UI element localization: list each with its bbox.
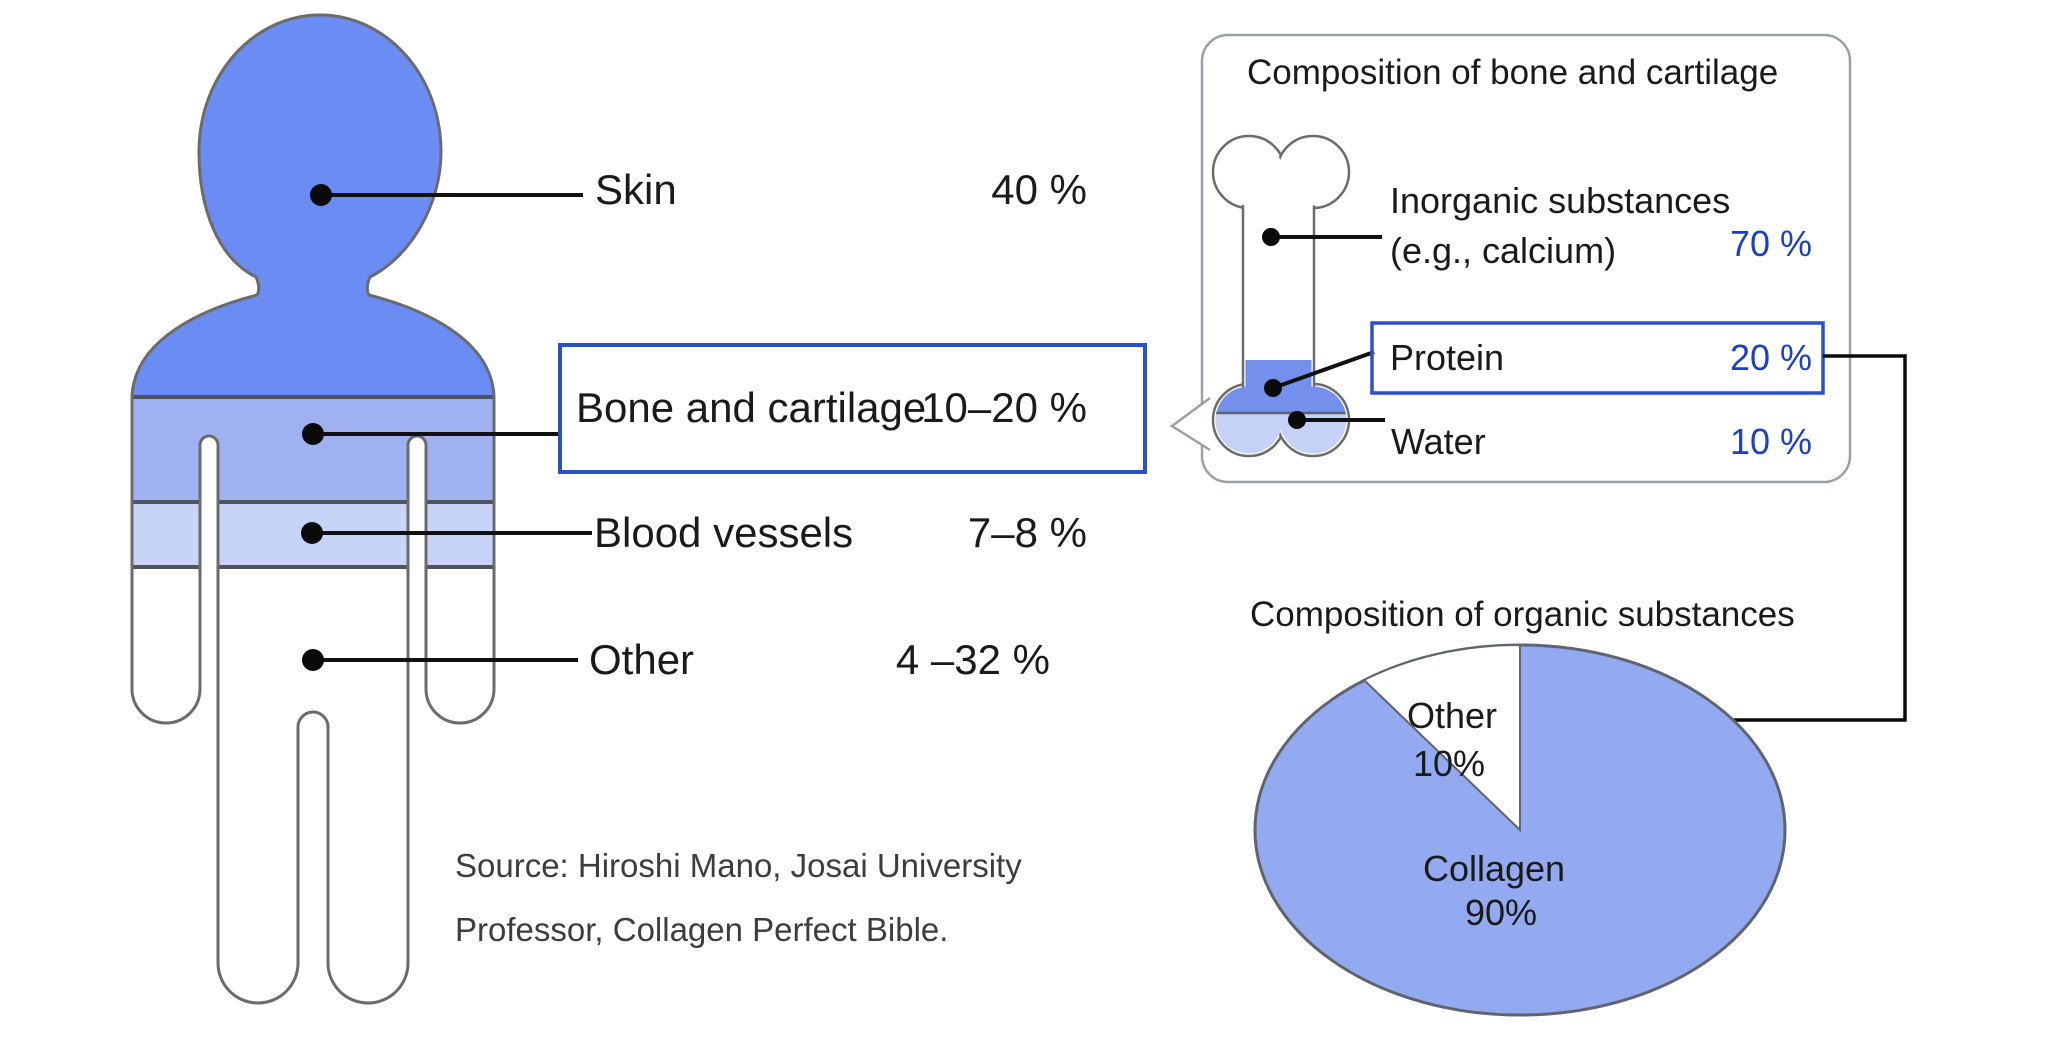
source-line-1: Source: Hiroshi Mano, Josai University <box>455 847 1022 884</box>
inorganic-label-line2: (e.g., calcium) <box>1390 230 1617 271</box>
skin-dot <box>310 184 332 206</box>
bone-dot <box>302 423 324 445</box>
bone-panel-title: Composition of bone and cartilage <box>1247 53 1779 92</box>
blood-vessels-label: Blood vessels <box>594 509 854 556</box>
other-dot <box>302 649 324 671</box>
skin-percentage: 40 % <box>991 166 1087 213</box>
pie-title: Composition of organic substances <box>1250 595 1795 634</box>
inorganic-label: Inorganic substances <box>1390 180 1731 221</box>
water-dot <box>1288 411 1306 429</box>
pie-collagen-percentage: 90% <box>1464 892 1538 933</box>
water-label: Water <box>1391 421 1486 462</box>
bone-cartilage-percentage: 10–20 % <box>921 384 1087 431</box>
panel-tail <box>1169 396 1211 452</box>
leader-dots <box>301 184 332 671</box>
bone-cartilage-label: Bone and cartilage <box>576 384 927 431</box>
water-percentage: 10 % <box>1729 421 1812 462</box>
connector-path <box>1666 354 1907 722</box>
other-label: Other <box>589 636 695 683</box>
pie-other-percentage: 10% <box>1412 743 1486 784</box>
other-percentage: 4 –32 % <box>895 636 1050 683</box>
inorganic-dot <box>1262 228 1280 246</box>
skin-label: Skin <box>595 166 677 213</box>
bone-composition-panel <box>1169 33 1852 484</box>
protein-leader-line <box>1272 350 1375 390</box>
panel-frame <box>1200 33 1852 484</box>
figure-outline <box>130 13 496 1005</box>
blood-dot <box>301 522 323 544</box>
bone-cartilage-band <box>132 397 494 502</box>
pie-other-label: Other <box>1406 695 1498 736</box>
protein-dot <box>1264 379 1282 397</box>
source-line-2: Professor, Collagen Perfect Bible. <box>455 911 949 948</box>
inorganic-percentage: 70 % <box>1729 223 1812 264</box>
protein-label-box <box>1370 321 1825 395</box>
protein-percentage: 20 % <box>1729 337 1812 378</box>
pie-other-slice <box>1362 643 1521 833</box>
leader-lines <box>312 193 592 662</box>
protein-label: Protein <box>1390 337 1505 378</box>
organic-substances-pie <box>1253 643 1787 1017</box>
blood-vessels-percentage: 7–8 % <box>967 509 1087 556</box>
bone-cartilage-label-box <box>558 343 1147 474</box>
pie-collagen-label: Collagen <box>1422 848 1566 889</box>
